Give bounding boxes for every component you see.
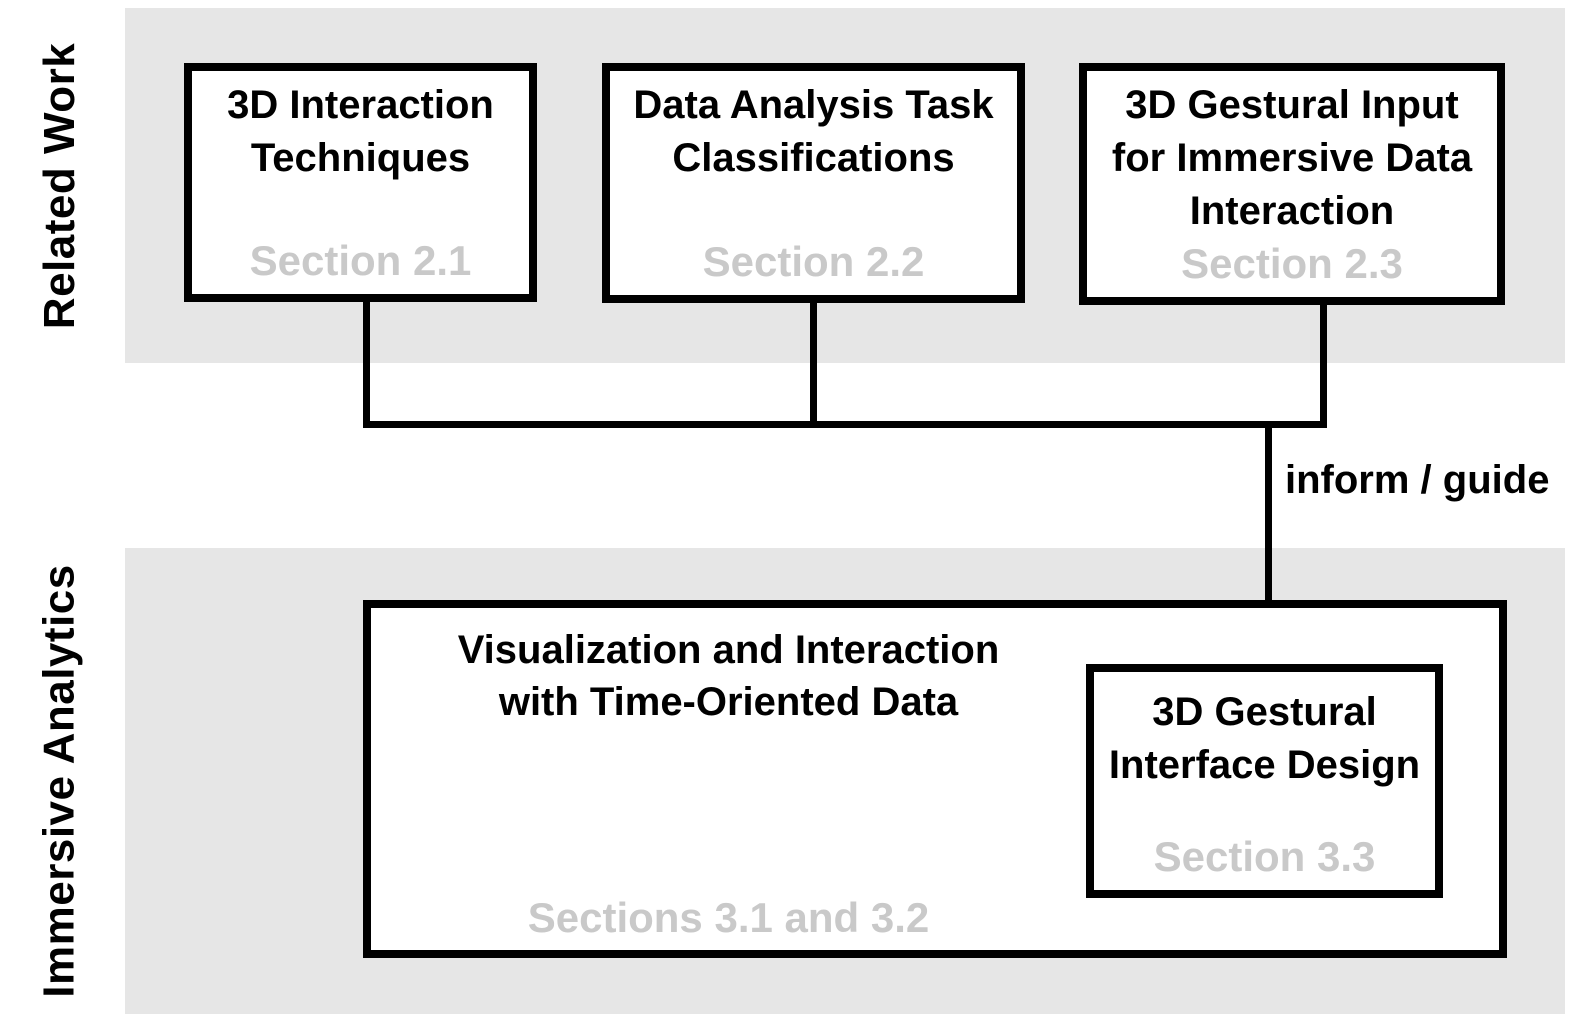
box-3d-gestural-interface-design: 3D Gestural Interface Design Section 3.3	[1086, 664, 1443, 898]
box-title: 3D Gestural Interface Design	[1108, 690, 1421, 787]
section-ref-2-3: Section 2.3	[1181, 240, 1403, 287]
lane-label-immersive-analytics: Immersive Analytics	[35, 564, 84, 998]
lane-label-related-work-wrap: Related Work	[8, 8, 112, 363]
section-ref-3-1-3-2: Sections 3.1 and 3.2	[527, 894, 930, 941]
box-title: 3D Interaction Techniques	[227, 83, 494, 180]
box-3d-interaction-techniques: 3D Interaction Techniques Section 2.1	[184, 63, 537, 302]
section-ref-2-2: Section 2.2	[702, 238, 925, 285]
box-visualization-interaction-time-oriented-data: Visualization and Interaction with Time-…	[363, 600, 1507, 958]
lane-label-immersive-analytics-wrap: Immersive Analytics	[8, 548, 112, 1014]
connector-horizontal-bus	[363, 421, 1327, 428]
arrow-label: inform / guide	[1285, 458, 1550, 502]
box-title: 3D Gestural Input for Immersive Data Int…	[1111, 83, 1473, 233]
section-ref-3-3: Section 3.3	[1153, 833, 1376, 880]
box-title: Data Analysis Task Classifications	[633, 83, 994, 180]
box-title: Visualization and Interaction with Time-…	[457, 628, 1000, 724]
connector-drop-box1	[363, 298, 370, 428]
box-data-analysis-task-classifications: Data Analysis Task Classifications Secti…	[602, 63, 1025, 303]
arrow-shaft	[1265, 421, 1272, 632]
section-ref-2-1: Section 2.1	[249, 237, 472, 284]
box-3d-gestural-input: 3D Gestural Input for Immersive Data Int…	[1079, 63, 1505, 305]
lane-label-related-work: Related Work	[35, 42, 84, 329]
connector-drop-box2	[810, 298, 817, 428]
connector-drop-box3	[1320, 300, 1327, 428]
